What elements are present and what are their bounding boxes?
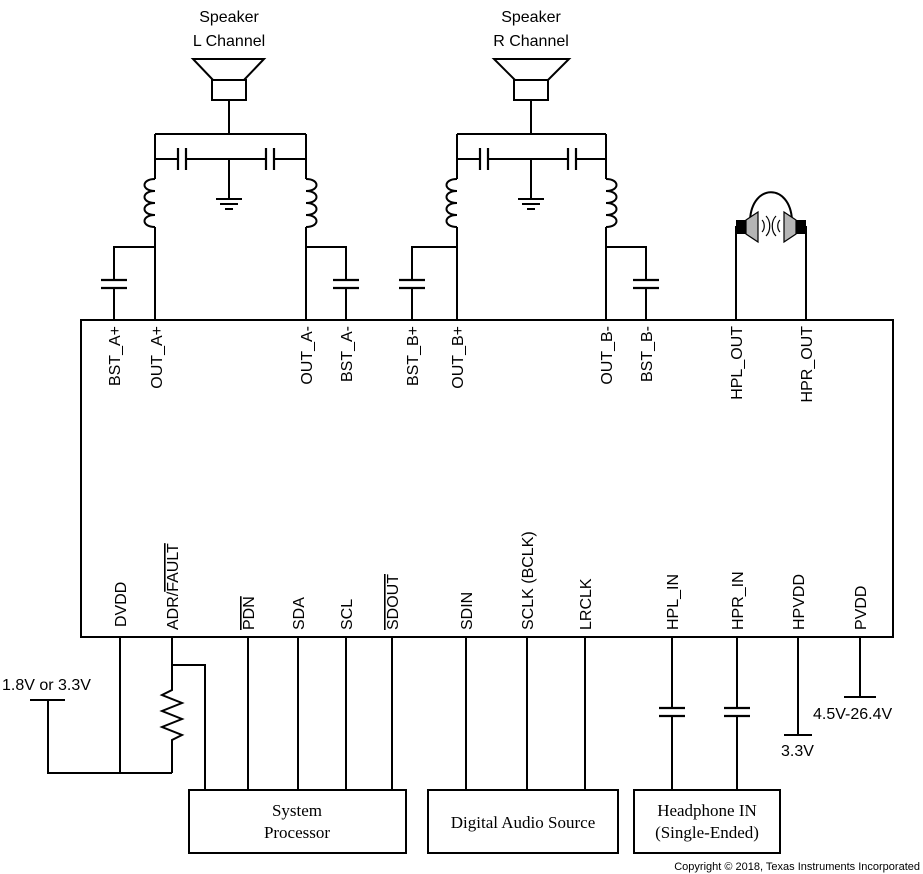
headphone-in-label-line1: Headphone IN (657, 801, 757, 820)
system-processor-label-line1: System (272, 801, 322, 820)
pin-out-a-minus: OUT_A- (299, 326, 316, 385)
pin-scl: SCL (339, 599, 356, 630)
supply-pvdd-label: 4.5V-26.4V (813, 706, 893, 723)
amplifier-ic-body (80, 319, 894, 638)
speaker-right-icon (491, 58, 572, 101)
pin-hpvdd: HPVDD (791, 574, 808, 630)
pin-pdn: PDN (241, 596, 258, 630)
speaker-left-icon (190, 58, 267, 101)
pin-lrclk: LRCLK (578, 578, 595, 630)
bottom-wiring (30, 637, 876, 790)
system-processor-block (188, 789, 407, 854)
pin-hpr-in: HPR_IN (730, 571, 747, 630)
speaker-left-network (101, 100, 359, 320)
pin-fault-overbar: FAULT (165, 543, 182, 592)
copyright-text: Copyright © 2018, Texas Instruments Inco… (674, 861, 920, 873)
pin-hpl-in: HPL_IN (665, 574, 682, 630)
system-processor-label-line2: Processor (264, 823, 330, 842)
digital-audio-source-block (427, 789, 619, 854)
pin-out-b-minus: OUT_B- (599, 326, 616, 385)
pin-bst-b-minus: BST_B- (639, 326, 656, 382)
speaker-right-label-line1: Speaker (501, 9, 561, 26)
pin-adr-prefix: ADR/ (165, 591, 182, 630)
pin-adr-fault: ADR/FAULT (165, 543, 182, 630)
pin-pvdd: PVDD (853, 586, 870, 630)
digital-audio-source-label: Digital Audio Source (451, 813, 595, 832)
pin-sda: SDA (291, 597, 308, 630)
pin-out-b-plus: OUT_B+ (450, 326, 467, 389)
supply-hpvdd-label: 3.3V (781, 743, 814, 760)
speaker-right-label-line2: R Channel (493, 33, 569, 50)
pin-bst-b-plus: BST_B+ (405, 326, 422, 386)
pin-sclk: SCLK (BCLK) (520, 531, 537, 630)
pin-bst-a-plus: BST_A+ (107, 326, 124, 386)
pin-dvdd: DVDD (113, 582, 130, 627)
pin-sdout: SDOUT (385, 574, 402, 630)
headphone-icon (735, 191, 807, 320)
pin-bst-a-minus: BST_A- (339, 326, 356, 382)
pin-hpr-out: HPR_OUT (799, 326, 816, 403)
pin-out-a-plus: OUT_A+ (149, 326, 166, 389)
speaker-left-label-line2: L Channel (193, 33, 265, 50)
speaker-left-label-line1: Speaker (199, 9, 259, 26)
pin-hpl-out: HPL_OUT (729, 326, 746, 400)
pin-sdin: SDIN (459, 592, 476, 630)
supply-dvdd-label: 1.8V or 3.3V (2, 677, 91, 694)
headphone-in-block (633, 789, 781, 854)
speaker-right-network (399, 100, 659, 320)
headphone-in-label-line2: (Single-Ended) (655, 823, 759, 842)
